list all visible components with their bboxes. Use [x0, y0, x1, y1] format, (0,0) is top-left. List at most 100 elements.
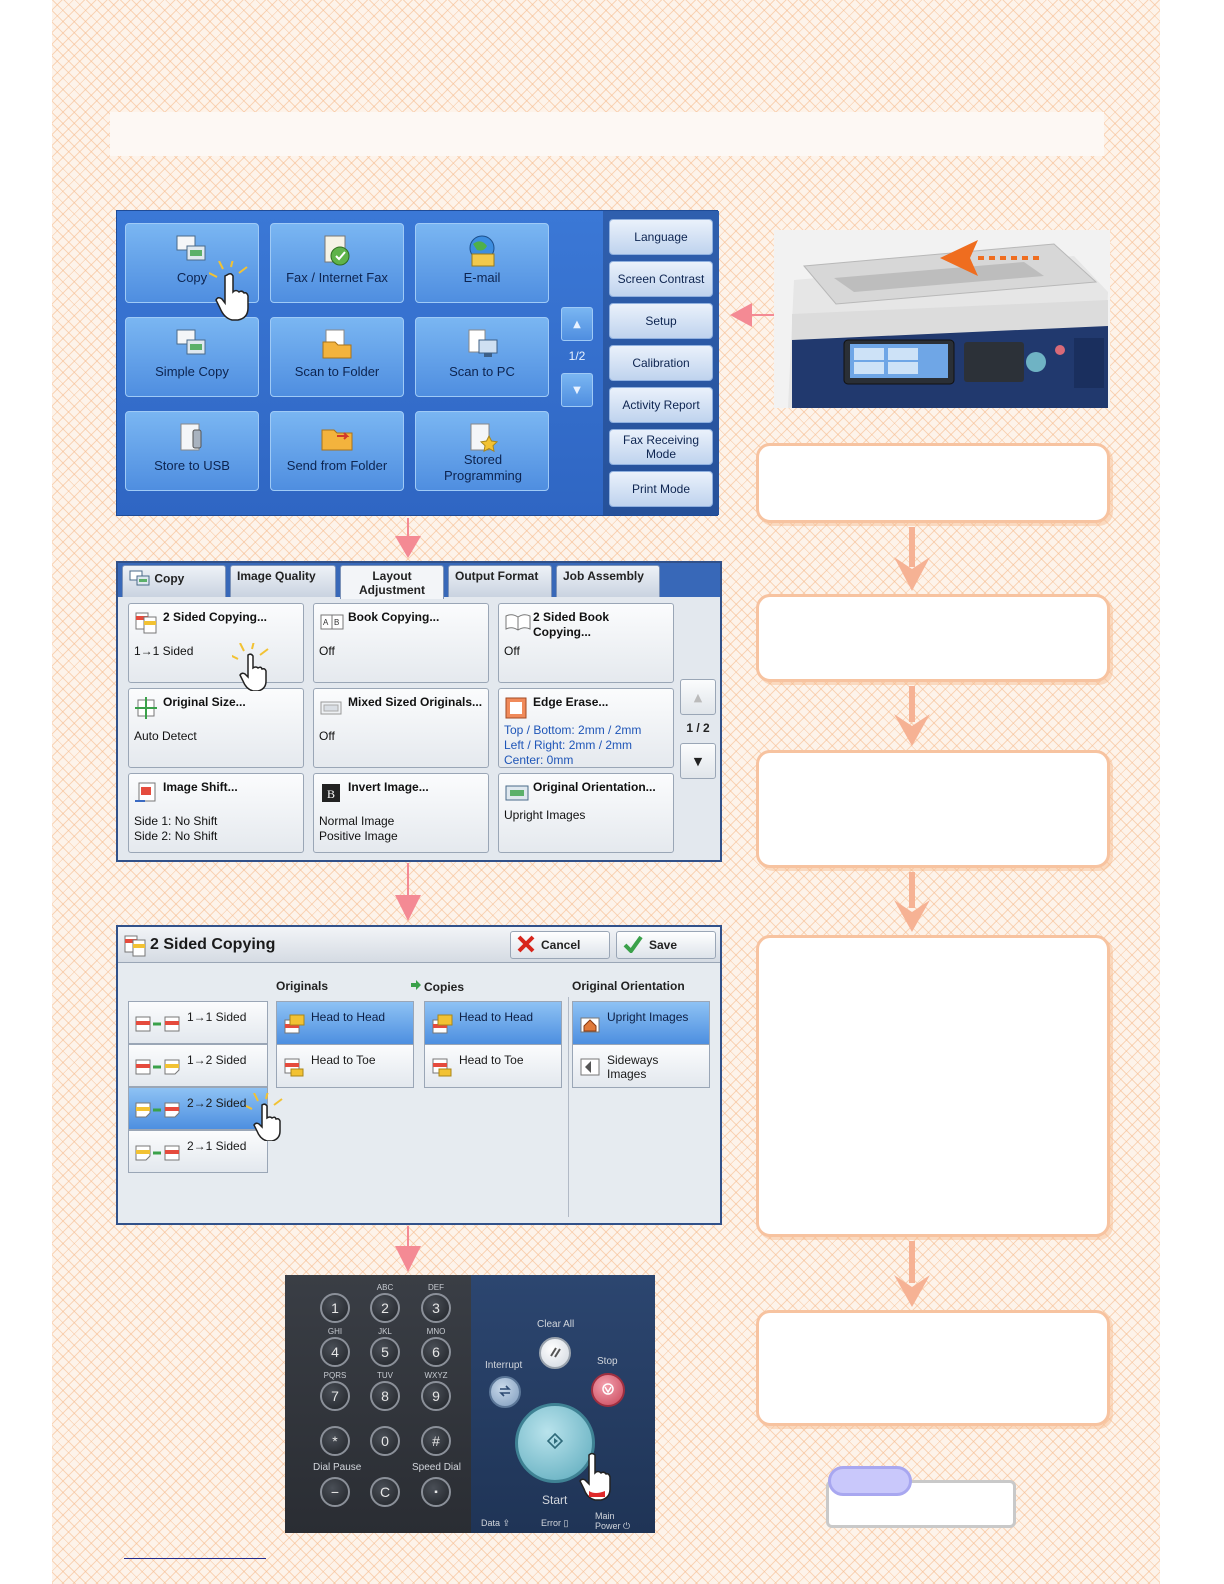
two-sided-book-copying-card[interactable]: 2 Sided Book Copying... Off — [498, 603, 674, 683]
two-sided-icon — [135, 612, 159, 637]
key-1[interactable]: 1 — [320, 1293, 350, 1323]
original-size-card[interactable]: Original Size... Auto Detect — [128, 688, 304, 768]
page-up-button[interactable]: ▲ — [561, 307, 593, 341]
flow-arrow-4-icon — [894, 1241, 930, 1313]
cancel-button[interactable]: Cancel — [510, 931, 610, 959]
step-box-5 — [756, 1310, 1110, 1426]
key-6[interactable]: 6 — [421, 1337, 451, 1367]
orientation-icon — [505, 782, 531, 805]
scan-to-pc-tile[interactable]: Scan to PC — [415, 317, 549, 397]
svg-text:B: B — [334, 618, 339, 627]
tab-job-assembly[interactable]: Job Assembly — [556, 565, 660, 597]
language-button[interactable]: Language — [609, 219, 713, 255]
key-9[interactable]: 9 — [421, 1381, 451, 1411]
tab-output-format[interactable]: Output Format — [448, 565, 552, 597]
sided-option-2-2[interactable]: 2→2 Sided — [128, 1087, 268, 1130]
copy-tile[interactable]: Copy — [125, 223, 259, 303]
image-shift-card[interactable]: Image Shift... Side 1: No Shift Side 2: … — [128, 773, 304, 853]
title-band — [110, 112, 1104, 156]
print-mode-button[interactable]: Print Mode — [609, 471, 713, 507]
footnote-rule — [124, 1558, 266, 1559]
key-7[interactable]: 7 — [320, 1381, 350, 1411]
stop-button[interactable] — [591, 1373, 625, 1407]
originals-head-to-toe[interactable]: Head to Toe — [276, 1044, 414, 1088]
page-down-button[interactable]: ▼ — [561, 373, 593, 407]
speed-dial-icon: ▪ — [434, 1486, 438, 1498]
c-button[interactable]: C — [370, 1477, 400, 1507]
key-3[interactable]: 3 — [421, 1293, 451, 1323]
head-to-toe-icon — [283, 1057, 305, 1080]
key-0[interactable]: 0 — [370, 1426, 400, 1456]
copies-header: Copies — [410, 979, 464, 994]
send-from-folder-tile[interactable]: Send from Folder — [270, 411, 404, 491]
save-button[interactable]: Save — [616, 931, 716, 959]
interrupt-button[interactable] — [489, 1376, 521, 1408]
store-to-usb-tile[interactable]: Store to USB — [125, 411, 259, 491]
stop-icon — [601, 1381, 615, 1400]
fax-receiving-mode-button[interactable]: Fax Receiving Mode — [609, 429, 713, 465]
two-to-two-icon — [135, 1102, 183, 1121]
clear-all-label: Clear All — [537, 1319, 575, 1330]
invert-icon: B — [320, 782, 344, 807]
email-tile[interactable]: E-mail — [415, 223, 549, 303]
error-icon: ▯ — [563, 1518, 569, 1528]
screen-contrast-button[interactable]: Screen Contrast — [609, 261, 713, 297]
upright-images-option[interactable]: Upright Images — [572, 1001, 710, 1045]
calibration-button[interactable]: Calibration — [609, 345, 713, 381]
copies-head-to-head[interactable]: Head to Head — [424, 1001, 562, 1045]
scan-to-folder-tile[interactable]: Scan to Folder — [270, 317, 404, 397]
copier-photo — [774, 230, 1110, 408]
original-orientation-card[interactable]: Original Orientation... Upright Images — [498, 773, 674, 853]
invert-image-card[interactable]: B Invert Image... Normal Image Positive … — [313, 773, 489, 853]
pink-arrow-1-icon — [395, 518, 421, 564]
layout-page-down-button[interactable]: ▼ — [680, 743, 716, 779]
sideways-images-option[interactable]: Sideways Images — [572, 1044, 710, 1088]
image-shift-icon — [135, 782, 159, 807]
sided-option-1-1[interactable]: 1→1 Sided — [128, 1001, 268, 1044]
key-2[interactable]: 2 — [370, 1293, 400, 1323]
email-icon — [464, 234, 500, 271]
dial-pause-button[interactable]: − — [320, 1477, 350, 1507]
step-box-1 — [756, 443, 1110, 523]
setup-button[interactable]: Setup — [609, 303, 713, 339]
key-5[interactable]: 5 — [370, 1337, 400, 1367]
mixed-sized-originals-card[interactable]: Mixed Sized Originals... Off — [313, 688, 489, 768]
tab-image-quality[interactable]: Image Quality — [230, 565, 336, 597]
start-label: Start — [542, 1493, 568, 1507]
key-8[interactable]: 8 — [370, 1381, 400, 1411]
speed-dial-button[interactable]: ▪ — [421, 1477, 451, 1507]
fax-tile[interactable]: Fax / Internet Fax — [270, 223, 404, 303]
tab-layout-adjustment[interactable]: Layout Adjustment — [340, 565, 444, 599]
data-icon: ⇪ — [502, 1518, 511, 1528]
layout-page-up-button[interactable]: ▲ — [680, 679, 716, 715]
key-4[interactable]: 4 — [320, 1337, 350, 1367]
sided-option-1-2[interactable]: 1→2 Sided — [128, 1044, 268, 1087]
start-button[interactable] — [515, 1403, 595, 1483]
scan-folder-icon — [320, 328, 354, 363]
key-star[interactable]: * — [320, 1426, 350, 1456]
copies-head-to-toe[interactable]: Head to Toe — [424, 1044, 562, 1088]
clear-all-button[interactable] — [539, 1337, 571, 1369]
key-hash[interactable]: # — [421, 1426, 451, 1456]
error-label: Error ▯ — [541, 1518, 569, 1528]
stored-programming-tile[interactable]: Stored Programming — [415, 411, 549, 491]
pointer-hand-icon — [243, 1090, 286, 1145]
open-book-icon — [505, 612, 531, 635]
activity-report-button[interactable]: Activity Report — [609, 387, 713, 423]
sided-option-2-1[interactable]: 2→1 Sided — [128, 1130, 268, 1173]
tab-copy[interactable]: Copy — [122, 565, 226, 597]
note-box — [826, 1480, 1016, 1528]
simple-copy-tile[interactable]: Simple Copy — [125, 317, 259, 397]
originals-head-to-head[interactable]: Head to Head — [276, 1001, 414, 1045]
edge-erase-card[interactable]: Edge Erase... Top / Bottom: 2mm / 2mm Le… — [498, 688, 674, 768]
dial-pause-label: Dial Pause — [313, 1462, 362, 1473]
two-sided-copying-card[interactable]: 2 Sided Copying... 1→1 Sided — [128, 603, 304, 683]
main-power-label: Main Power ⏻ — [595, 1511, 631, 1531]
layout-page-indicator: 1 / 2 — [686, 721, 710, 735]
dialog-title: 2 Sided Copying — [150, 936, 276, 953]
red-x-icon — [517, 935, 535, 956]
green-arrow-icon — [410, 979, 422, 994]
home-screen: Copy Fax / Internet Fax E-mail Simple Co… — [116, 210, 719, 516]
